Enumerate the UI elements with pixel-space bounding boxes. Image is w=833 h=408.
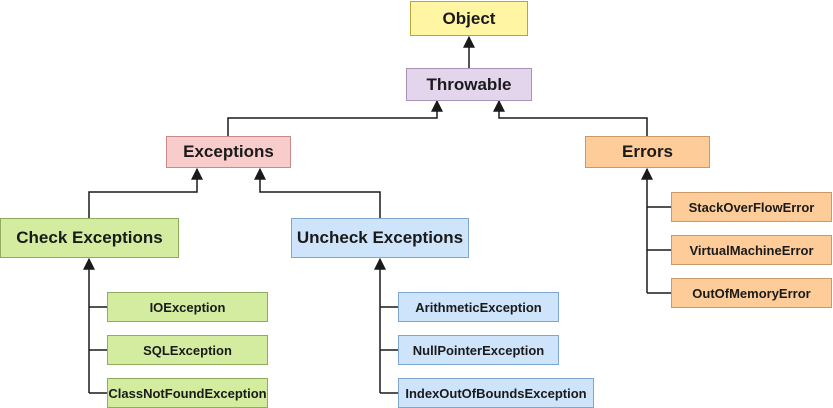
edge-exceptions-throwable: [227, 99, 443, 136]
error-item: OutOfMemoryError: [671, 278, 832, 308]
exceptions-label: Exceptions: [183, 142, 274, 161]
unchecked-item-label: ArithmeticException: [415, 299, 542, 315]
object-label: Object: [442, 8, 496, 28]
error-item: VirtualMachineError: [671, 235, 832, 265]
check-exceptions-label: Check Exceptions: [16, 228, 163, 247]
checked-item: SQLException: [107, 335, 268, 365]
edge-unchecked-branches: [380, 306, 398, 394]
checked-item-label: SQLException: [143, 342, 232, 358]
edge-checked-branches: [89, 306, 107, 394]
unchecked-item-label: NullPointerException: [412, 342, 545, 358]
error-item: StackOverFlowError: [671, 192, 832, 222]
unchecked-item-label: IndexOutOfBoundsException: [405, 385, 587, 401]
unchecked-item: NullPointerException: [398, 335, 559, 365]
throwable-node: Throwable: [406, 68, 532, 101]
exceptions-node: Exceptions: [166, 136, 291, 168]
edge-errors-throwable: [493, 99, 648, 136]
checked-item: IOException: [107, 292, 268, 322]
checked-item: ClassNotFoundException: [107, 378, 268, 408]
errors-label: Errors: [621, 142, 674, 161]
checked-item-label: ClassNotFoundException: [108, 385, 267, 401]
errors-node: Errors: [585, 136, 710, 168]
error-item-label: OutOfMemoryError: [692, 285, 811, 301]
edge-error-branches: [647, 206, 671, 294]
unchecked-item: ArithmeticException: [398, 292, 559, 322]
checked-item-label: IOException: [149, 299, 226, 315]
unchecked-item: IndexOutOfBoundsException: [398, 378, 594, 408]
object-node: Object: [410, 1, 528, 36]
uncheck-exceptions-label: Uncheck Exceptions: [296, 228, 464, 247]
edge-check-exceptions: [88, 167, 203, 218]
throwable-label: Throwable: [426, 74, 512, 94]
uncheck-exceptions-node: Uncheck Exceptions: [291, 218, 469, 258]
check-exceptions-node: Check Exceptions: [0, 218, 179, 258]
edge-uncheck-exceptions: [254, 167, 381, 218]
error-item-label: VirtualMachineError: [689, 242, 814, 258]
error-item-label: StackOverFlowError: [688, 199, 815, 215]
